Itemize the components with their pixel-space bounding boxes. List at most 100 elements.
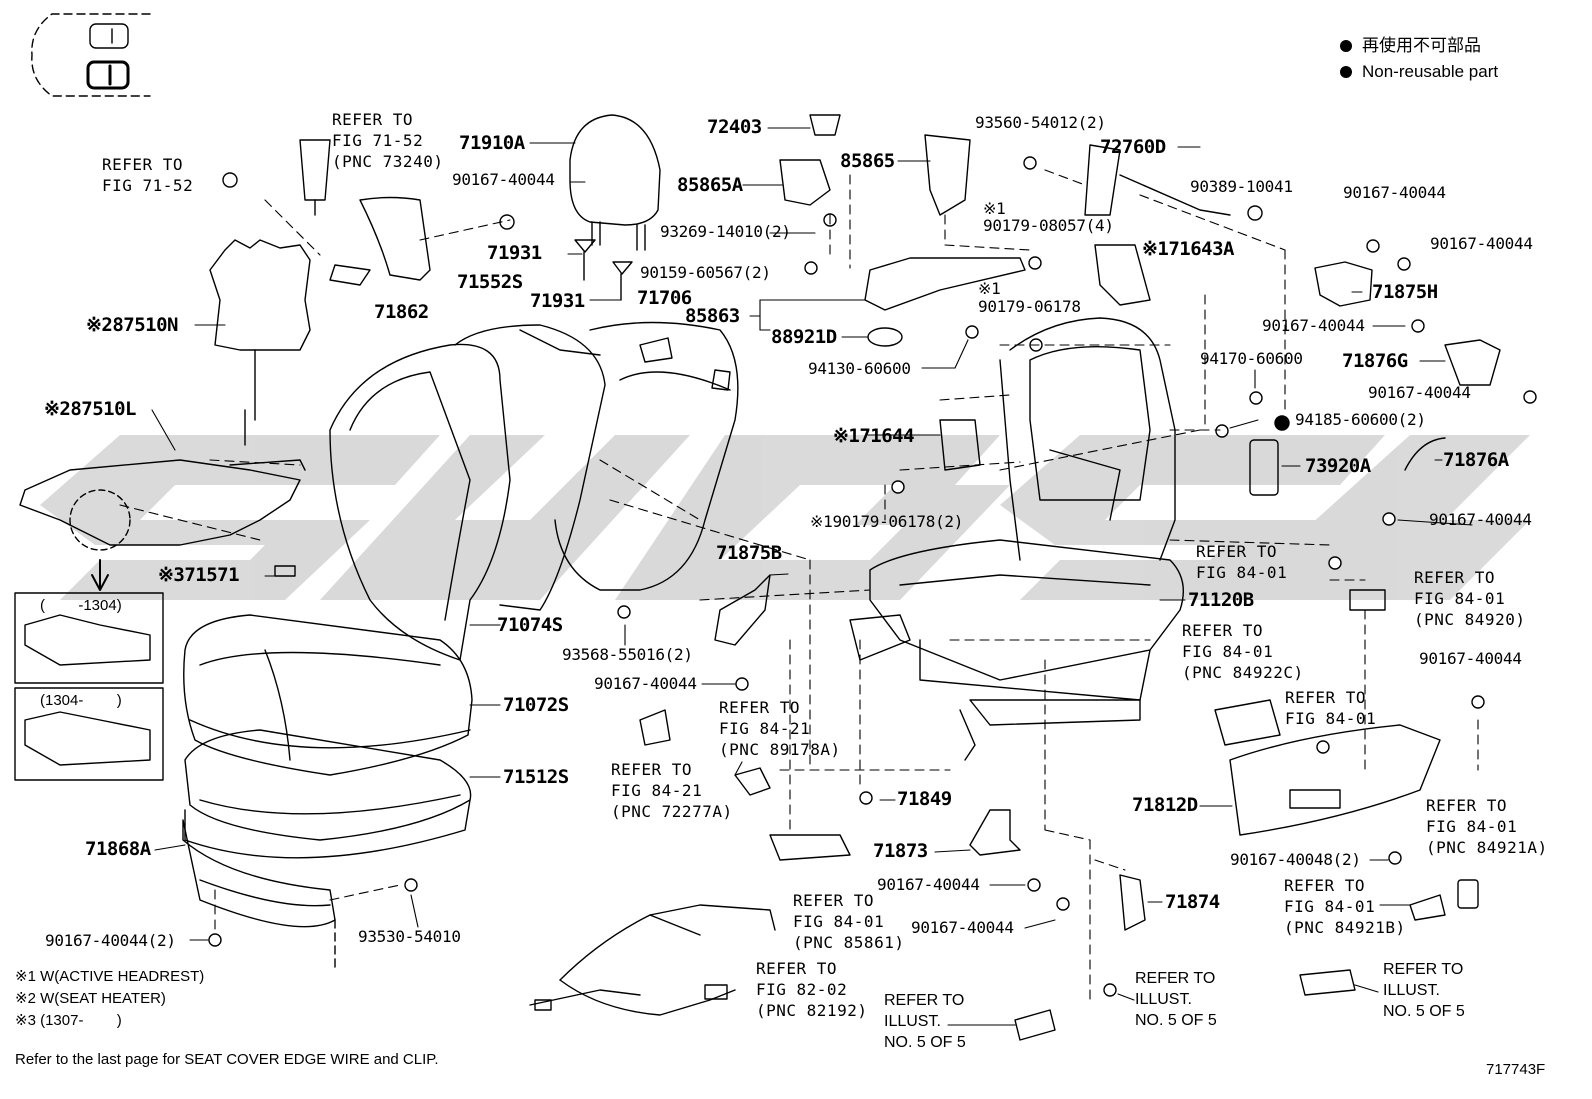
ref-line: NO. 5 OF 5 xyxy=(884,1034,966,1051)
ref-line: NO. 5 OF 5 xyxy=(1135,1012,1217,1029)
ref-line: ILLUST. xyxy=(1135,991,1192,1008)
part-label: 90167-40044 xyxy=(1343,183,1446,202)
wire-harness xyxy=(529,904,776,1016)
ref-line: REFER TO xyxy=(102,155,184,174)
part-label: 72403 xyxy=(707,116,762,138)
ref-line: FIG 84-21 xyxy=(719,719,811,738)
footnote-2: ※2 W(SEAT HEATER) xyxy=(15,990,166,1007)
fasteners xyxy=(208,156,1537,997)
ref-line: (PNC 84920) xyxy=(1414,610,1526,629)
ref-line: REFER TO xyxy=(1182,621,1264,640)
part-label: 71120B xyxy=(1188,589,1254,611)
seat-frame xyxy=(849,317,1184,761)
ref-line: FIG 84-01 xyxy=(793,912,885,931)
part-label: ※190179-06178(2) xyxy=(810,512,964,531)
part-label: 90179-06178 xyxy=(978,297,1081,316)
part-label: 94130-60600 xyxy=(808,359,911,378)
ref-illust-5-b: REFER TO ILLUST. NO. 5 OF 5 xyxy=(1135,968,1217,1031)
part-label: 90179-08057(4) xyxy=(983,216,1114,235)
ref-line: FIG 84-01 xyxy=(1182,642,1274,661)
ref-line: FIG 84-01 xyxy=(1285,709,1377,728)
vehicle-position-icon xyxy=(31,13,151,97)
part-label: 93568-55016(2) xyxy=(562,645,693,664)
legend-jp: 再使用不可部品 xyxy=(1340,37,1481,54)
ref-illust-5-a: REFER TO ILLUST. NO. 5 OF 5 xyxy=(884,990,966,1053)
part-label: 90167-40044 xyxy=(1419,649,1522,668)
part-label: 93269-14010(2) xyxy=(660,222,791,241)
part-label: 71862 xyxy=(374,301,429,323)
part-label: 85865 xyxy=(840,150,895,172)
footnote-3: ※3 (1307- ) xyxy=(15,1012,122,1029)
part-label: 71072S xyxy=(503,694,569,716)
ref-line: (PNC 82192) xyxy=(756,1001,868,1020)
part-label: 90167-40048(2) xyxy=(1230,850,1361,869)
ref-line: REFER TO xyxy=(1285,688,1367,707)
part-label: 72760D xyxy=(1100,136,1166,158)
part-label: ※371571 xyxy=(158,564,240,586)
part-label: ※287510L xyxy=(44,398,137,420)
ref-line: ILLUST. xyxy=(884,1013,941,1030)
ref-line: FIG 82-02 xyxy=(756,980,848,999)
part-label: 71074S xyxy=(497,614,563,636)
ref-line: (PNC 84921A) xyxy=(1426,838,1548,857)
part-label: 94170-60600 xyxy=(1200,349,1303,368)
ref-line: REFER TO xyxy=(1284,876,1366,895)
ref-line: REFER TO xyxy=(1135,970,1216,987)
figure-code: 717743F xyxy=(1486,1061,1546,1078)
ref-line: (PNC 85861) xyxy=(793,933,905,952)
part-label: 71873 xyxy=(873,840,928,862)
ref-line: REFER TO xyxy=(719,698,801,717)
ref-line: REFER TO xyxy=(611,760,693,779)
ref-line: REFER TO xyxy=(756,959,838,978)
part-label: 90167-40044 xyxy=(1429,510,1532,529)
part-label: 90167-40044 xyxy=(594,674,697,693)
part-label: 90167-40044(2) xyxy=(45,931,176,950)
part-label: 71875B xyxy=(716,542,782,564)
inset-label-top: ( -1304) xyxy=(40,597,122,614)
watermark xyxy=(40,435,1530,600)
part-label: 90167-40044 xyxy=(1430,234,1533,253)
part-label: 71706 xyxy=(637,287,692,309)
ref-line: (PNC 89178A) xyxy=(719,740,841,759)
part-label: 71874 xyxy=(1165,891,1220,913)
ref-line: FIG 84-01 xyxy=(1414,589,1506,608)
part-label: 71552S xyxy=(457,271,523,293)
seat-cushion-group xyxy=(182,614,473,971)
part-label: 85863 xyxy=(685,305,740,327)
ref-fig-84-01-b: REFER TO FIG 84-01 xyxy=(1285,687,1376,729)
part-label: 88921D xyxy=(771,326,837,348)
part-label: 71812D xyxy=(1132,794,1198,816)
ref-fig-71-52-pnc-73240: REFER TO FIG 71-52 (PNC 73240) xyxy=(332,109,443,172)
part-label: 93560-54012(2) xyxy=(975,113,1106,132)
ref-line: (PNC 84922C) xyxy=(1182,663,1304,682)
legend-en: Non-reusable part xyxy=(1340,63,1498,80)
ref-line: (PNC 73240) xyxy=(332,152,444,171)
ref-line: REFER TO xyxy=(332,110,414,129)
part-label: 73920A xyxy=(1305,455,1371,477)
ref-line: FIG 84-01 xyxy=(1284,897,1376,916)
ref-fig-84-01-pnc-84922c: REFER TO FIG 84-01 (PNC 84922C) xyxy=(1182,620,1304,683)
ref-fig-82-02-pnc-82192: REFER TO FIG 82-02 (PNC 82192) xyxy=(756,958,867,1021)
ref-line: FIG 84-21 xyxy=(611,781,703,800)
part-mark: ※1 xyxy=(978,279,1001,298)
part-label: 71875H xyxy=(1372,281,1438,303)
footnote-1: ※1 W(ACTIVE HEADREST) xyxy=(15,968,205,985)
ref-line: FIG 71-52 xyxy=(102,176,194,195)
part-label: 71876A xyxy=(1443,449,1509,471)
leader-lines xyxy=(151,127,1473,1026)
ref-fig-71-52: REFER TO FIG 71-52 xyxy=(102,154,193,196)
seat-heater-mats xyxy=(19,239,311,577)
ref-line: FIG 71-52 xyxy=(332,131,424,150)
headrest xyxy=(569,114,661,301)
ref-line: REFER TO xyxy=(1414,568,1496,587)
part-label: 90167-40044 xyxy=(1262,316,1365,335)
part-label: 71849 xyxy=(897,788,952,810)
part-label: 90167-40044 xyxy=(1368,383,1471,402)
ref-line: REFER TO xyxy=(1383,961,1464,978)
ref-line: REFER TO xyxy=(884,992,965,1009)
part-label: 90167-40044 xyxy=(911,918,1014,937)
legend-jp-text: 再使用不可部品 xyxy=(1362,36,1481,55)
